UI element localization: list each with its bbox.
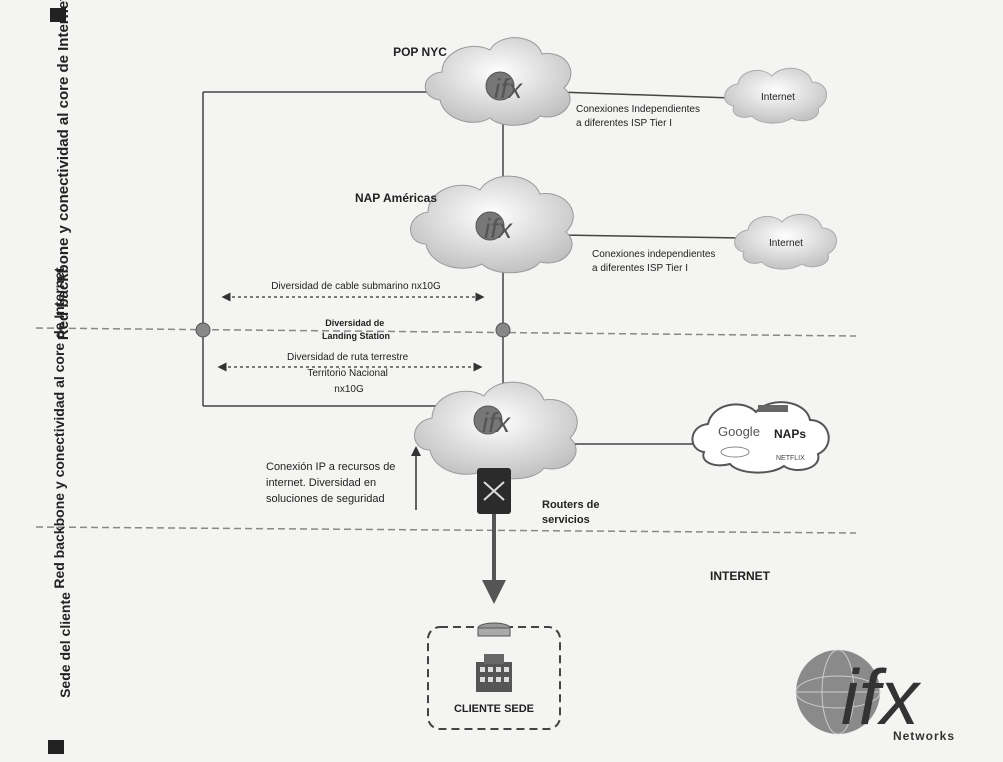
corner-mark-top (50, 8, 66, 22)
label-netflix: NETFLIX (776, 455, 805, 462)
router-icon (477, 468, 511, 514)
label-internet-2: Internet (769, 238, 803, 249)
label-nap-americas: NAP Américas (355, 191, 437, 205)
svg-text:ifx: ifx (494, 73, 523, 104)
zone-separator-1 (35, 327, 857, 337)
cpe-device-icon (477, 622, 511, 637)
label-internet-1: Internet (761, 92, 795, 103)
annotation-ruta: Diversidad de ruta terrestre Territorio … (287, 352, 411, 395)
zone-label-backbone-mid: Red backbone y conectividad al core de I… (51, 267, 67, 589)
arrow-conexion-ip-head (411, 446, 421, 456)
link-nap-internet (559, 234, 743, 239)
junction-left (195, 322, 211, 338)
label-networks: Networks (893, 729, 955, 743)
label-routers: Routers de servicios (542, 499, 603, 526)
annotation-cable: Diversidad de cable submarino nx10G (271, 281, 441, 292)
svg-text:ifx: ifx (841, 653, 922, 741)
annotation-landing: Diversidad de Landing Station (322, 318, 390, 341)
label-pop-nyc: POP NYC (393, 45, 447, 59)
label-internet-zone: INTERNET (710, 569, 771, 583)
cloud-core: ifx (414, 381, 578, 480)
zone-label-client: Sede del cliente (57, 592, 73, 698)
link-pop-internet (557, 91, 733, 99)
svg-text:ifx: ifx (482, 407, 511, 438)
corner-mark-bottom (48, 740, 64, 754)
naps-small-logo (720, 446, 750, 458)
label-cliente-sede: CLIENTE SEDE (454, 703, 534, 715)
cloud-internet-1 (724, 67, 827, 124)
label-naps: NAPs (774, 427, 806, 441)
building-icon (476, 654, 512, 692)
svg-text:ifx: ifx (484, 213, 513, 244)
annotation-isp-2: Conexiones independientes a diferentes I… (592, 249, 718, 274)
cloud-pop-nyc: ifx (424, 37, 572, 126)
cloud-nap-americas: ifx (410, 175, 574, 274)
label-google: Google (718, 424, 760, 439)
zone-label-backbone-top: Red backbone y conectividad al core de I… (55, 0, 72, 340)
ifx-networks-logo: ifx (795, 649, 922, 741)
cloud-naps (691, 401, 830, 474)
annotation-conexion-ip: Conexión IP a recursos de internet. Dive… (266, 461, 399, 505)
junction-center (495, 322, 511, 338)
annotation-isp-1: Conexiones Independientes a diferentes I… (576, 104, 703, 129)
cloud-internet-2 (734, 213, 837, 270)
arrow-to-client (482, 580, 506, 604)
zone-separator-2 (35, 526, 857, 534)
